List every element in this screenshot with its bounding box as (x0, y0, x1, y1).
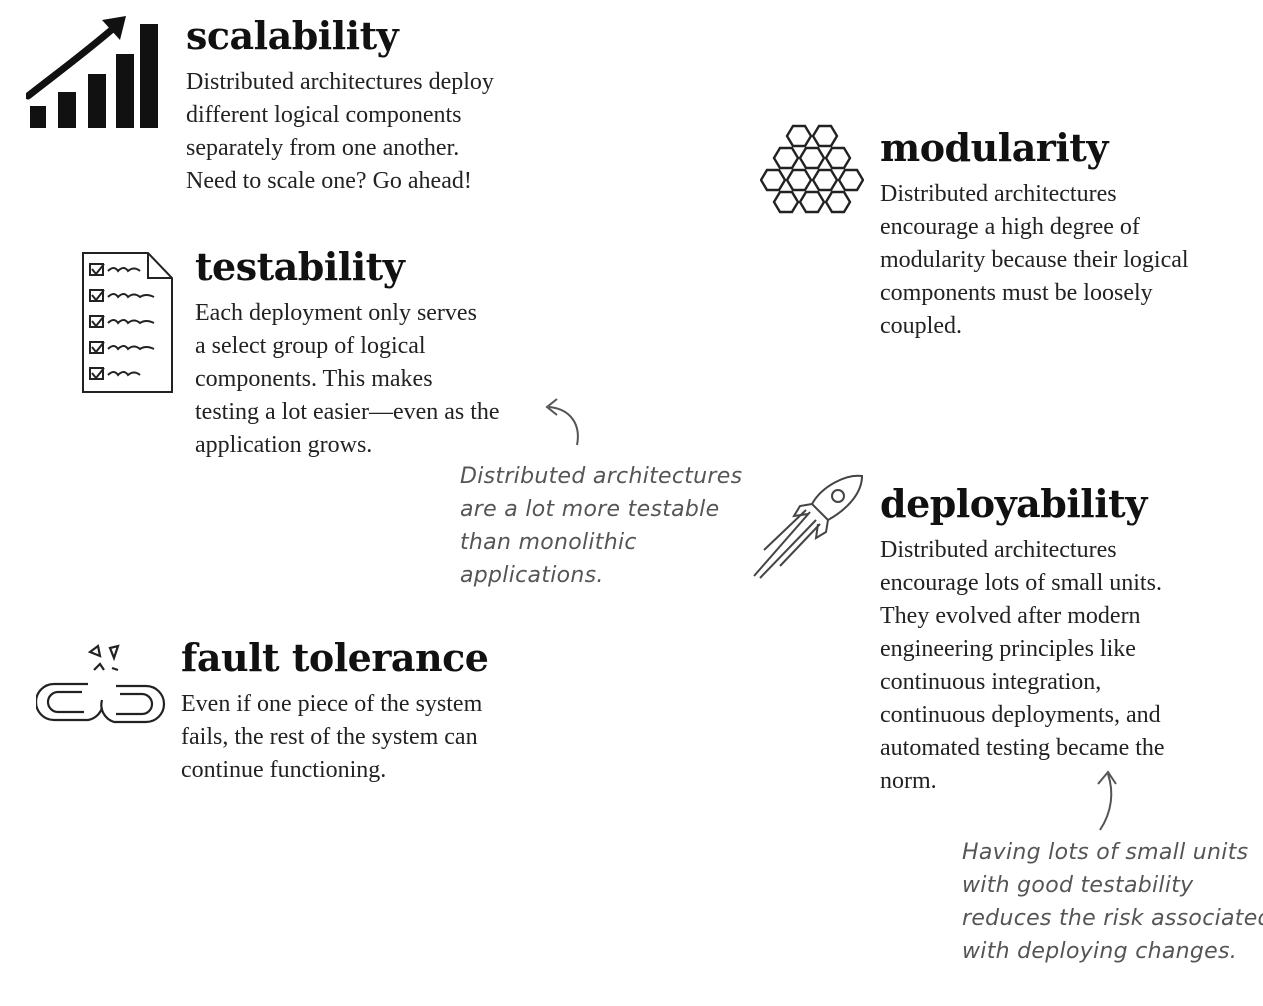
deployability-title: deployability (880, 481, 1147, 526)
deployability-section: deployability Distributed architectures … (880, 482, 1165, 798)
risk-note-arrow (1097, 770, 1117, 831)
testability-section: testability Each deployment only serves … (195, 245, 500, 462)
honeycomb-icon (759, 122, 865, 226)
fault-tolerance-title: fault tolerance (181, 635, 489, 680)
risk-note: Having lots of small units with good tes… (962, 840, 1263, 964)
fault-tolerance-text: Even if one piece of the system fails, t… (181, 691, 483, 783)
rocket-icon (750, 472, 870, 586)
bar-chart-growth-icon (24, 14, 162, 138)
testable-note-arrow (545, 398, 579, 446)
modularity-title: modularity (880, 125, 1108, 170)
testability-text: Each deployment only serves a select gro… (195, 300, 500, 458)
checklist-icon (80, 250, 176, 399)
modularity-text: Distributed architectures encourage a hi… (880, 181, 1189, 339)
broken-chain-icon (34, 640, 168, 734)
testable-note: Distributed architectures are a lot more… (460, 464, 743, 588)
testability-title: testability (195, 244, 405, 289)
deployability-text: Distributed architectures encourage lots… (880, 537, 1165, 794)
scalability-section: scalability Distributed architectures de… (186, 14, 494, 198)
scalability-text: Distributed architectures deploy differe… (186, 69, 494, 194)
modularity-section: modularity Distributed architectures enc… (880, 126, 1189, 343)
fault-tolerance-section: fault tolerance Even if one piece of the… (181, 635, 489, 787)
scalability-title: scalability (186, 13, 399, 58)
